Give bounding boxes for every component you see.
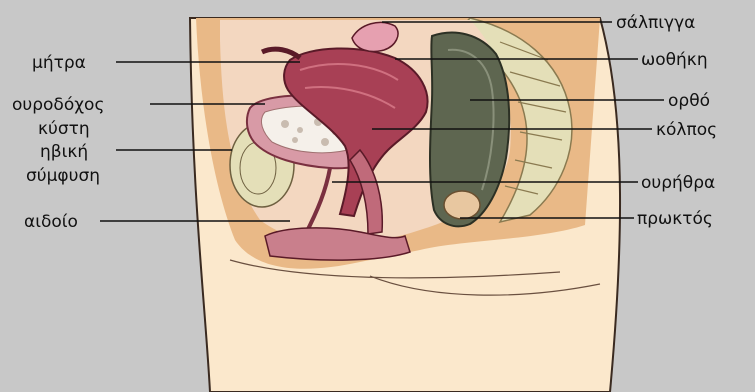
label-ovary: ωοθήκη xyxy=(641,50,708,70)
label-rectum: ορθό xyxy=(668,91,710,111)
label-bladder-line2: κύστη xyxy=(38,119,90,139)
label-bladder-line1: ουροδόχος xyxy=(12,95,104,115)
label-vulva: αιδοίο xyxy=(24,212,78,232)
label-pubic-line2: σύμφυση xyxy=(26,166,100,186)
label-urethra: ουρήθρα xyxy=(641,173,715,193)
label-anus: πρωκτός xyxy=(637,209,713,229)
label-vagina: κόλπος xyxy=(656,120,717,140)
label-fallopian-tube: σάλπιγγα xyxy=(616,13,695,33)
label-uterus: μήτρα xyxy=(32,53,86,73)
anus-shape xyxy=(444,191,480,219)
label-pubic-line1: ηβική xyxy=(40,142,88,162)
